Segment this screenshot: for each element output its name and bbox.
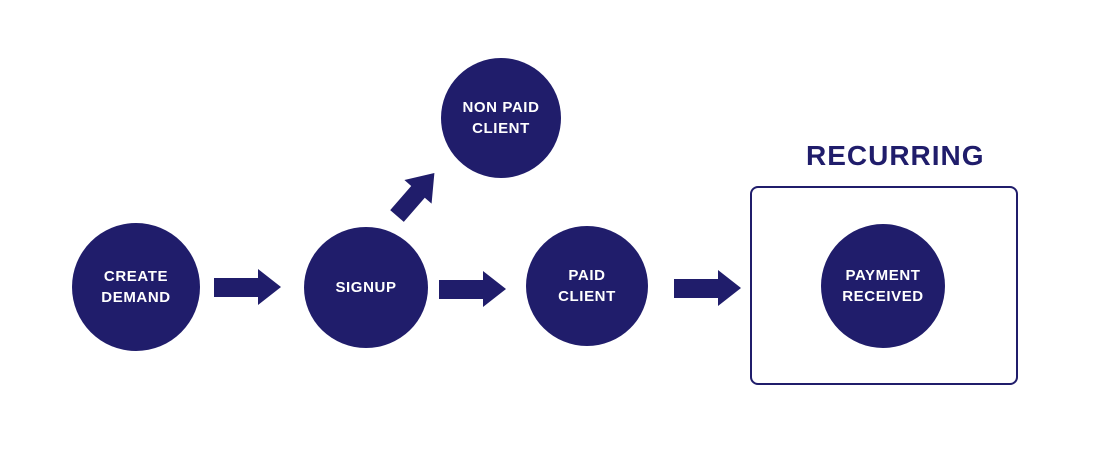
arrow-create-to-signup: [214, 269, 281, 305]
node-signup: SIGNUP: [304, 227, 428, 348]
node-create-demand: CREATE DEMAND: [72, 223, 200, 351]
recurring-group-box: [750, 186, 1018, 385]
node-non-paid-client: NON PAID CLIENT: [441, 58, 561, 178]
node-payment-received-label: PAYMENT RECEIVED: [842, 267, 924, 305]
arrow-paid-to-payment: [674, 270, 741, 306]
arrow-signup-to-nonpaid: [390, 172, 435, 222]
node-create-demand-label: CREATE DEMAND: [101, 268, 171, 306]
arrow-signup-to-paid: [439, 271, 506, 307]
node-paid-client-label: PAID CLIENT: [558, 267, 616, 305]
recurring-group-title: RECURRING: [806, 140, 985, 171]
node-signup-label: SIGNUP: [335, 279, 397, 296]
node-non-paid-client-label: NON PAID CLIENT: [462, 99, 540, 137]
node-payment-received: PAYMENT RECEIVED: [821, 224, 945, 348]
node-paid-client: PAID CLIENT: [526, 226, 648, 346]
